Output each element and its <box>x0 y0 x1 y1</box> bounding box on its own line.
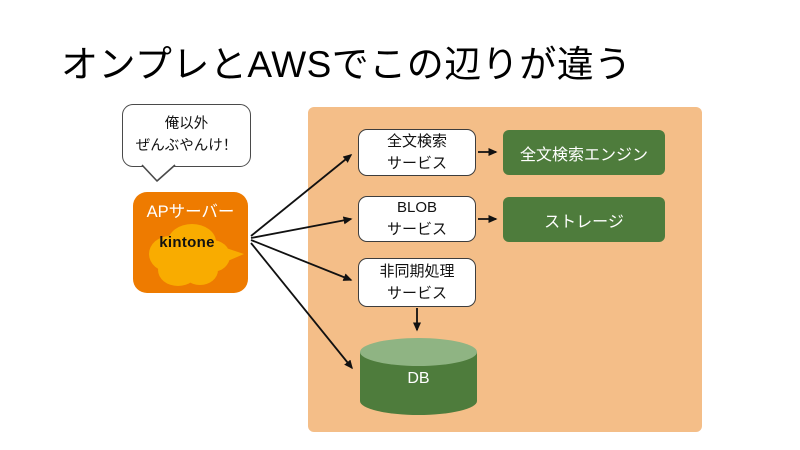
speech-bubble-tail <box>141 164 176 182</box>
kintone-logo: kintone <box>159 234 215 251</box>
service-box-blob-line2: サービス <box>386 221 447 238</box>
backend-box-search-engine: 全文検索エンジン <box>503 130 665 175</box>
service-box-async-line1: 非同期処理 <box>379 262 455 280</box>
ap-server-box: APサーバー kintone <box>133 192 248 293</box>
slide-title: オンプレとAWSでこの辺りが違う <box>61 44 632 85</box>
kintone-cloud-icon <box>149 224 244 286</box>
ap-server-label: APサーバー <box>146 203 235 221</box>
backend-box-storage-label: ストレージ <box>544 213 624 231</box>
db-label: DB <box>407 370 430 387</box>
service-box-fulltext-search-line1: 全文検索 <box>386 132 447 150</box>
service-box-async: 非同期処理 サービス <box>358 258 476 307</box>
service-box-fulltext-search: 全文検索 サービス <box>358 129 476 176</box>
backend-box-search-engine-label: 全文検索エンジン <box>519 146 648 164</box>
speech-bubble: 俺以外 ぜんぶやんけ！ <box>122 104 251 182</box>
db-cylinder-top <box>360 338 477 366</box>
service-box-fulltext-search-line2: サービス <box>386 154 447 172</box>
db-cylinder: DB <box>360 338 477 416</box>
service-box-blob-line1: BLOB <box>396 199 438 217</box>
speech-bubble-line1: 俺以外 <box>164 115 209 132</box>
service-box-blob: BLOB サービス <box>358 196 476 242</box>
service-box-async-line2: サービス <box>386 284 447 302</box>
speech-bubble-line2: ぜんぶやんけ！ <box>135 137 238 154</box>
backend-box-storage: ストレージ <box>503 197 665 242</box>
